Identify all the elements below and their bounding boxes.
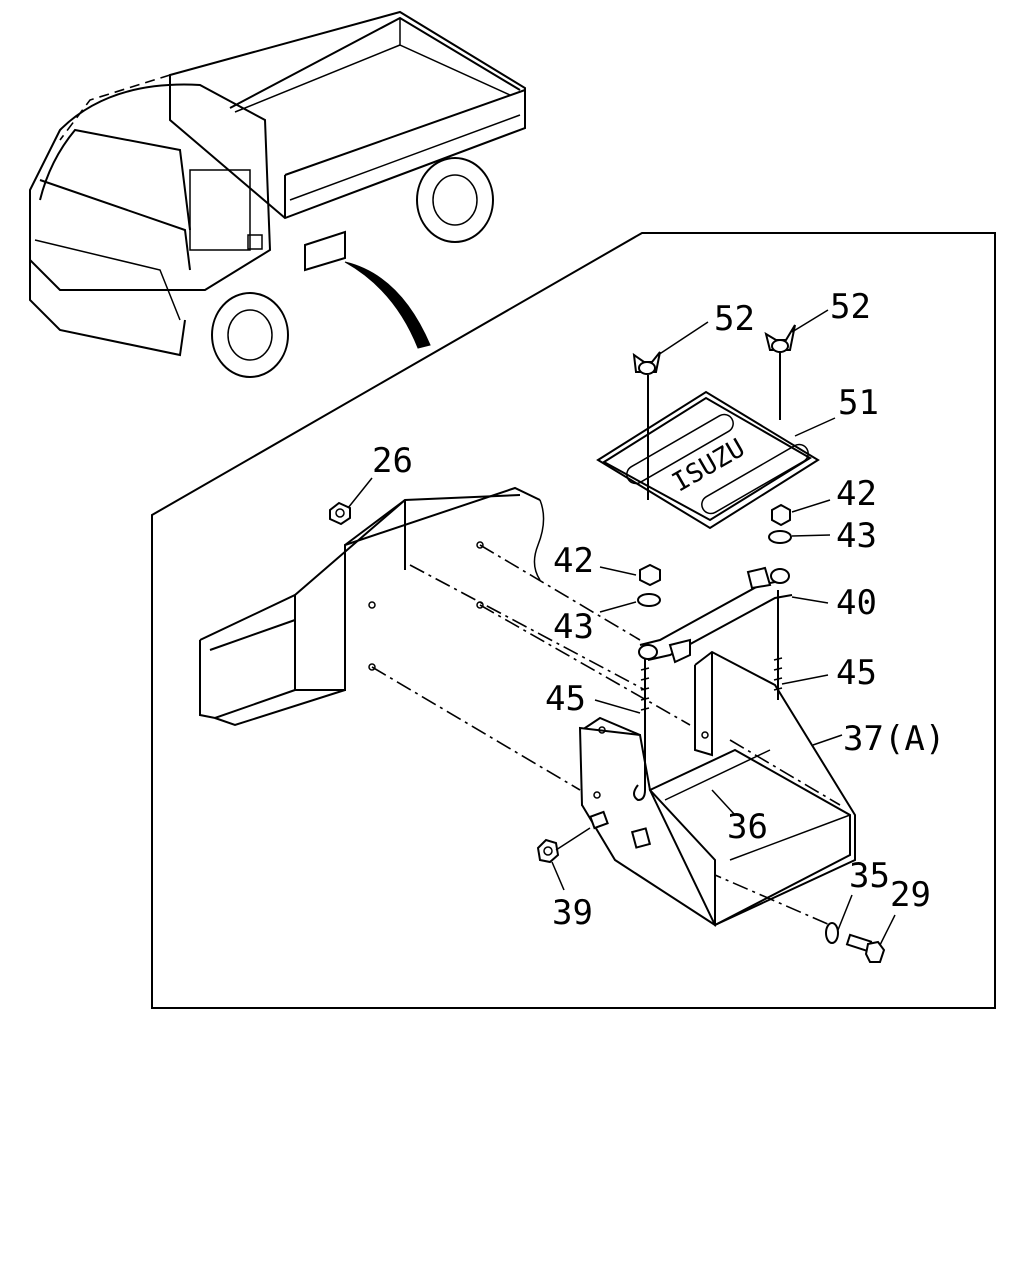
- callout-52-left: 52: [714, 299, 755, 339]
- callout-39: 39: [552, 893, 593, 933]
- detail-pointer: [344, 261, 431, 349]
- callout-35: 35: [849, 856, 890, 896]
- hold-down-hardware: [329, 324, 886, 963]
- truck-illustration: [29, 10, 526, 378]
- callout-45-right: 45: [836, 653, 877, 693]
- leader-lines: [347, 309, 896, 946]
- battery-cover: ISUZU: [596, 390, 820, 530]
- callout-40: 40: [836, 583, 877, 623]
- callout-45-left: 45: [545, 679, 586, 719]
- callout-36: 36: [727, 807, 768, 847]
- callout-43-left: 43: [553, 607, 594, 647]
- frame-rail: [199, 486, 545, 727]
- callout-42-right: 42: [836, 474, 877, 514]
- callout-26: 26: [372, 441, 413, 481]
- callout-52-right: 52: [830, 287, 871, 327]
- callout-42-left: 42: [553, 541, 594, 581]
- detail-frame: [151, 232, 996, 1009]
- callout-29: 29: [890, 875, 931, 915]
- callout-43-right: 43: [836, 516, 877, 556]
- callout-37a: 37(A): [843, 719, 945, 759]
- callout-51: 51: [838, 383, 879, 423]
- battery-carrier: [578, 650, 856, 927]
- callouts: 26 52 52 51 42 43 42 43 40 45 45 37(A) 3…: [372, 287, 945, 933]
